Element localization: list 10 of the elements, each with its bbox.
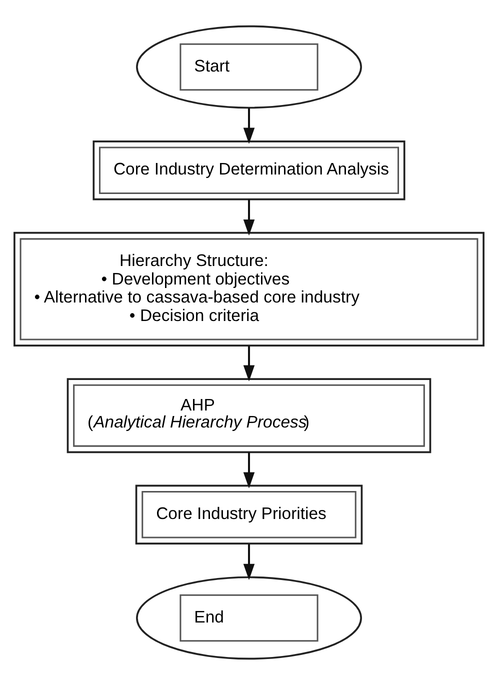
node-box: Hierarchy Structure: • Development objectives • Alternative to cassava-based core industry • Decision criteria (14, 231, 484, 346)
node-ellipse: Start (136, 24, 362, 108)
arrow (243, 544, 255, 580)
node-ellipse: End (136, 576, 362, 660)
arrow (243, 345, 255, 381)
arrow (243, 108, 255, 144)
arrow (243, 452, 255, 488)
node-box: Core Industry Priorities (135, 484, 363, 544)
arrow (243, 198, 255, 236)
node-box: Core Industry Determination Analysis (92, 140, 406, 200)
